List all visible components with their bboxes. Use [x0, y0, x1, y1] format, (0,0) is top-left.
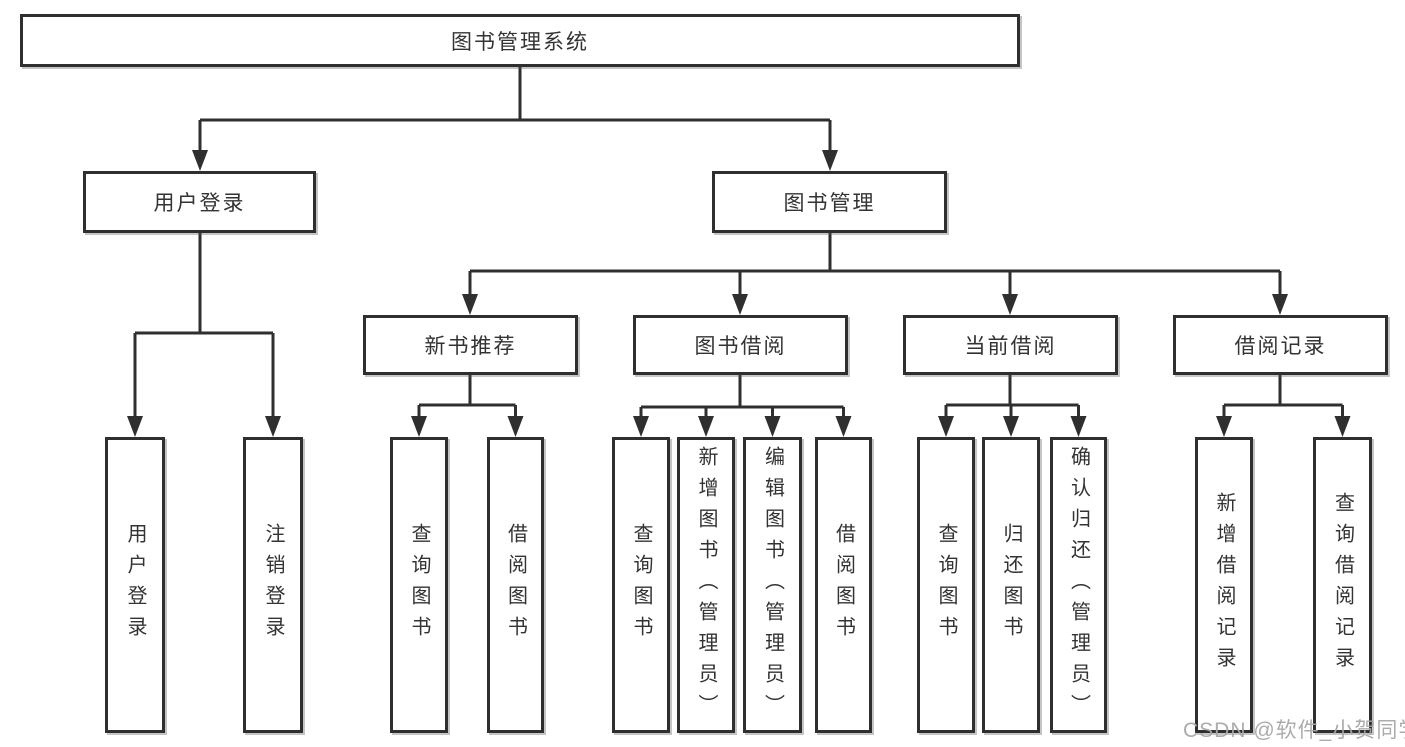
node-label: 借阅图书 — [504, 523, 527, 647]
leaf-add-book-admin: 新增图书（管理员） — [677, 437, 735, 733]
node-label: 注销登录 — [262, 523, 284, 647]
node-current-borrow: 当前借阅 — [903, 315, 1118, 375]
leaf-query-books-recommend: 查询图书 — [390, 437, 448, 733]
node-new-book-recommend: 新书推荐 — [363, 315, 578, 375]
node-label: 查询图书 — [630, 523, 652, 647]
node-label: 新书推荐 — [424, 335, 517, 358]
node-label: 图书借阅 — [694, 335, 787, 358]
watermark: CSDN @软件_小贺同学 — [1183, 719, 1405, 742]
leaf-borrow-books-recommend: 借阅图书 — [487, 437, 544, 733]
node-book-borrow: 图书借阅 — [633, 315, 848, 375]
leaf-query-borrow-record: 查询借阅记录 — [1313, 437, 1372, 733]
node-label: 图书管理 — [783, 192, 876, 215]
node-label: 借阅图书 — [832, 523, 855, 647]
node-label: 查询图书 — [935, 523, 957, 647]
node-label: 归还图书 — [1000, 523, 1022, 647]
node-label: 新增图书（管理员） — [695, 445, 717, 725]
node-user-login: 用户登录 — [83, 171, 316, 233]
node-label: 新增借阅记录 — [1213, 492, 1235, 678]
node-label: 用户登录 — [153, 192, 246, 215]
leaf-user-login: 用户登录 — [105, 437, 165, 733]
node-label: 图书管理系统 — [451, 30, 589, 54]
leaf-confirm-return-admin: 确认归还（管理员） — [1050, 437, 1107, 733]
leaf-logout: 注销登录 — [243, 437, 303, 733]
node-library-management-system: 图书管理系统 — [20, 14, 1020, 67]
node-label: 编辑图书（管理员） — [761, 445, 784, 725]
node-label: 确认归还（管理员） — [1067, 445, 1090, 725]
leaf-borrow-books: 借阅图书 — [815, 437, 872, 733]
leaf-return-books: 归还图书 — [982, 437, 1040, 733]
leaf-query-books-current: 查询图书 — [917, 437, 975, 733]
node-book-management: 图书管理 — [712, 171, 947, 233]
node-label: 查询图书 — [408, 523, 430, 647]
leaf-add-borrow-record: 新增借阅记录 — [1195, 437, 1253, 733]
leaf-edit-book-admin: 编辑图书（管理员） — [743, 437, 802, 733]
node-label: 借阅记录 — [1234, 335, 1327, 358]
node-label: 当前借阅 — [964, 335, 1057, 358]
node-label: 用户登录 — [124, 523, 146, 647]
leaf-query-books-borrow: 查询图书 — [612, 437, 670, 733]
node-borrow-records: 借阅记录 — [1173, 315, 1388, 375]
node-label: 查询借阅记录 — [1331, 492, 1354, 678]
